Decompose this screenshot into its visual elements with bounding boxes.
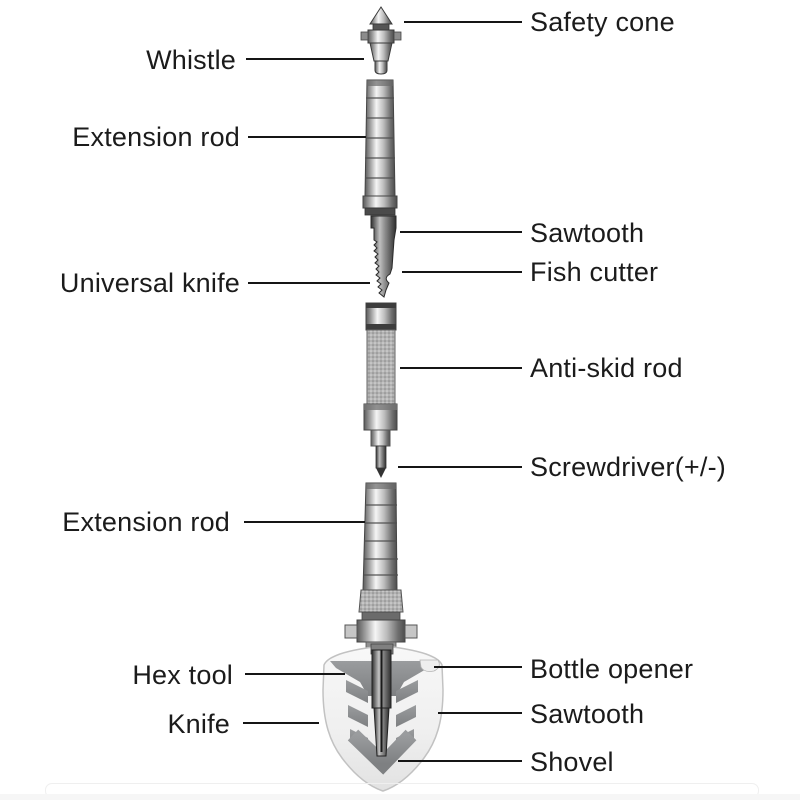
extension-rod-upper-part [362,79,398,216]
label-bottle-opener: Bottle opener [530,654,694,684]
label-extension-rod-lower: Extension rod [62,507,230,537]
leader-line-extension-rod-lower [244,521,365,523]
leader-line-bottle-opener [434,666,522,668]
label-sawtooth-blade: Sawtooth [530,218,645,248]
label-shovel: Shovel [530,747,614,777]
bottle-opener-notch [419,659,440,672]
label-hex-tool: Hex tool [132,660,233,690]
label-knife: Knife [167,709,230,739]
shovel-center-rod [370,643,394,757]
label-sawtooth-shovel: Sawtooth [530,699,645,729]
photo-bottom-strip [0,794,800,800]
screwdriver-bit-part [375,445,387,478]
safety-cone-whistle-part [360,6,402,75]
leader-line-extension-rod-upper [248,136,366,138]
label-safety-cone: Safety cone [530,7,675,37]
leader-line-anti-skid-rod [400,367,522,369]
label-universal-knife: Universal knife [59,268,240,298]
leader-line-screwdriver [398,466,522,468]
extension-rod-lower-part [358,482,404,613]
label-screwdriver: Screwdriver(+/-) [530,452,726,482]
leader-line-shovel [398,760,522,762]
universal-knife-part [370,215,397,298]
emblem-bottom-v [347,729,417,775]
leader-line-knife [243,722,319,724]
leader-line-sawtooth-blade [400,231,522,233]
label-whistle: Whistle [146,45,236,75]
leader-line-whistle [246,58,364,60]
leader-line-universal-knife [248,282,370,284]
shovel-head-part [322,643,444,792]
leader-line-hex-tool [245,673,345,675]
leader-line-safety-cone [404,21,522,23]
leader-line-sawtooth-shovel [438,712,522,714]
label-fish-cutter: Fish cutter [530,257,659,287]
label-extension-rod-upper: Extension rod [72,122,240,152]
anti-skid-rod-part [363,302,398,478]
leader-line-fish-cutter [402,271,522,273]
label-anti-skid-rod: Anti-skid rod [530,353,683,383]
